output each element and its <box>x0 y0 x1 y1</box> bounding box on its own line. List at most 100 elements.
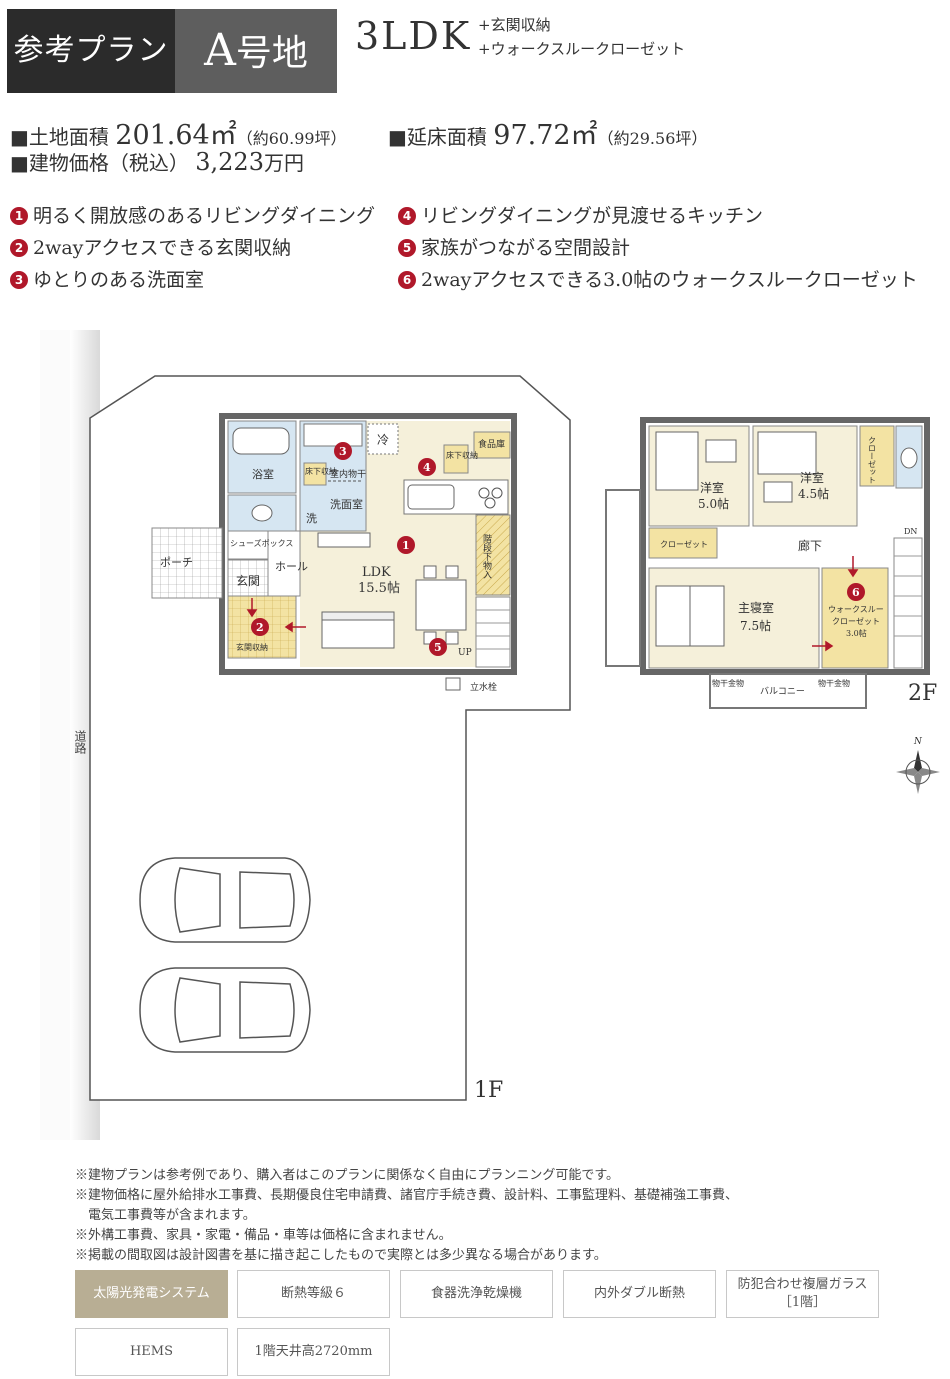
dry-right-label: 物干金物 <box>818 678 850 688</box>
bed-master <box>655 585 691 647</box>
badges-1f: 3 4 1 2 5 <box>246 442 447 656</box>
feature-text: 明るく開放感のあるリビングダイニング <box>33 205 376 227</box>
floor-label-2f: 2F <box>908 681 937 706</box>
closet-1 <box>648 527 718 559</box>
bed-1 <box>655 431 699 491</box>
badge-2 <box>251 618 269 636</box>
ldk-size-label: 15.5帖 <box>358 581 400 596</box>
north-label: N <box>913 737 923 747</box>
shoes-box-label: シューズボックス <box>230 538 293 548</box>
stair-1f <box>475 596 511 668</box>
badge-3 <box>334 442 352 460</box>
equip-dishwasher: 食器洗浄乾燥機 <box>400 1270 553 1318</box>
underfloor-label-2: 床下収納 <box>446 450 478 460</box>
pantry-label: 食品庫 <box>478 438 505 450</box>
compass-icon: N <box>896 737 940 794</box>
dry-left-label: 物干金物 <box>712 678 744 688</box>
feature-text: 2wayアクセスできる玄関収納 <box>33 237 292 259</box>
stair-storage <box>475 514 511 596</box>
floor-plan: 道路 <box>40 330 940 1140</box>
ldk-label: LDK <box>362 565 391 580</box>
wic-label-3: 3.0帖 <box>846 628 867 638</box>
floor-label-1f: 1F <box>474 1078 503 1103</box>
fridge-label: 冷 <box>377 433 389 447</box>
balcony-side <box>605 489 641 667</box>
up-label: UP <box>458 648 472 658</box>
underfloor-storage-2 <box>443 444 469 474</box>
land-area: ■土地面積 201.64㎡（約60.99坪） <box>10 113 347 152</box>
hall-label: ホール <box>275 560 308 573</box>
wic-label-1: ウォークスルー <box>828 605 884 614</box>
svg-text:3: 3 <box>339 445 347 458</box>
note-3: 電気工事費等が含まれます。 <box>75 1208 256 1223</box>
floor-value: 97.72㎡ <box>493 120 598 151</box>
floor-label: ■延床面積 <box>388 125 487 149</box>
feature-2: 2 2wayアクセスできる玄関収納 <box>10 233 291 260</box>
feature-badge: 2 <box>10 239 28 257</box>
dining-chair <box>423 565 437 579</box>
land-label: ■土地面積 <box>10 125 109 149</box>
land-tsubo: （約60.99坪） <box>236 129 347 148</box>
sofa-back <box>321 611 395 621</box>
floor-area: ■延床面積 97.72㎡（約29.56坪） <box>388 113 707 152</box>
layout-sub2: +ウォークスルークローゼット <box>478 40 686 58</box>
lot-tag: A号地 <box>175 9 337 93</box>
stair-2f <box>893 537 923 669</box>
equip-hems: HEMS <box>75 1328 228 1376</box>
toilet-2f-bowl <box>900 447 918 469</box>
room1-size: 5.0帖 <box>698 496 729 511</box>
closet1-label: クローゼット <box>660 539 708 549</box>
building-2f <box>605 417 930 709</box>
entrance-floor <box>227 559 269 597</box>
desk-2 <box>763 481 793 503</box>
badge-1 <box>397 536 415 554</box>
car-1 <box>139 857 311 943</box>
stair-storage-label: 階段下物入 <box>481 534 492 579</box>
indoor-dry-label: 室内物干 <box>330 468 366 480</box>
plan-tag: 参考プラン <box>7 9 175 93</box>
room2-label: 洋室 <box>800 470 824 485</box>
lot-letter: A <box>204 25 236 76</box>
balcony <box>709 673 867 709</box>
building-1f <box>151 413 517 691</box>
master-label: 主寝室 <box>738 600 774 615</box>
feature-badge: 3 <box>10 271 28 289</box>
fridge <box>367 423 399 455</box>
entrance-label: 玄関 <box>236 573 260 588</box>
balcony-label: バルコニー <box>760 686 805 697</box>
underfloor-label-1: 床下収納 <box>305 466 337 476</box>
dining-chair <box>445 631 459 645</box>
sink <box>407 484 455 510</box>
land-value: 201.64㎡ <box>115 120 237 151</box>
equip-double-insulation: 内外ダブル断熱 <box>563 1270 716 1318</box>
wic-label-2: クローゼット <box>832 616 880 626</box>
corridor <box>721 528 891 566</box>
room1-label: 洋室 <box>700 480 724 495</box>
dining-chair <box>445 565 459 579</box>
labels-1f: 浴室 床下収納 室内物干 洗面室 洗 冷 食品庫 床下収納 シューズボックス ホ… <box>160 433 505 693</box>
stove-burner <box>478 487 490 499</box>
dining-table <box>415 579 467 631</box>
badge-4 <box>418 458 436 476</box>
svg-text:5: 5 <box>434 641 442 654</box>
road-label: 道路 <box>73 730 87 755</box>
closet2-label: クローゼット <box>868 436 877 484</box>
svg-text:2: 2 <box>256 621 264 634</box>
labels-2f: 洋室 5.0帖 洋室 4.5帖 クローゼット クローゼット 廊下 DN 主寝室 … <box>660 436 917 697</box>
svg-text:4: 4 <box>423 461 431 474</box>
note-1: ※建物プランは参考例であり、購入者はこのプランに関係なく自由にプランニング可能で… <box>75 1168 620 1183</box>
bed-2 <box>757 431 817 475</box>
stove-burner <box>484 497 496 509</box>
lot-suffix: 号地 <box>235 33 308 74</box>
bed-master-2 <box>689 585 725 647</box>
bathtub <box>232 427 290 455</box>
feature-text: 2wayアクセスできる3.0帖のウォークスルークローゼット <box>421 269 918 291</box>
feature-text: 家族がつながる空間設計 <box>421 237 631 259</box>
badges-2f: 6 <box>812 556 865 652</box>
underfloor-storage-1 <box>303 462 327 486</box>
